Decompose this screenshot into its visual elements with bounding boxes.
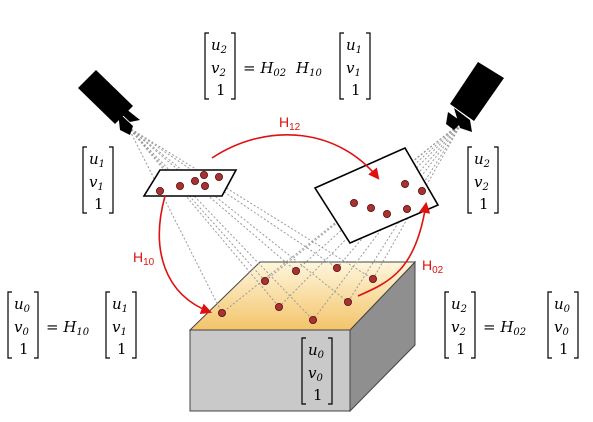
eq-bl-lhs-u: u0: [14, 295, 31, 315]
eq-right-cam-u: u2: [474, 150, 490, 170]
eq-box-front-u: u0: [308, 341, 325, 361]
ground-point: [291, 266, 300, 275]
eq-bl-rhs-brackets: [105, 291, 137, 359]
eq-top-rhs: u1 v1 1: [339, 32, 371, 100]
eq-top-rhs-u: u1: [346, 36, 362, 56]
eq-box-front-v: v0: [308, 364, 323, 384]
eq-bl-op: = H10: [46, 318, 90, 338]
eq-top-lhs-u: u2: [211, 36, 227, 56]
image-2-point: [400, 179, 409, 188]
ground-point: [217, 308, 226, 317]
ray-line: [264, 120, 464, 282]
eq-br-lhs-one: 1: [456, 340, 466, 358]
homography-arrows: [158, 134, 431, 315]
eq-br-lhs-u: u2: [451, 295, 467, 315]
image-2-point: [349, 198, 358, 207]
ray-line: [127, 126, 223, 314]
eq-br-op: = H02: [483, 318, 526, 338]
ground-point: [343, 297, 352, 306]
ray-line: [127, 126, 280, 308]
image-2-point: [382, 209, 391, 218]
eq-bl-rhs-u: u1: [112, 295, 128, 315]
arrow-h10: [158, 195, 213, 315]
eq-left-cam-u: u1: [89, 150, 105, 170]
image-plane-1: [142, 169, 238, 197]
camera-2-icon: [446, 62, 504, 132]
image-plane-2: [313, 146, 440, 245]
eq-box-front: u0 v0 1: [301, 337, 333, 405]
eq-top-rhs-brackets: [339, 32, 371, 100]
eq-box-front-one: 1: [313, 386, 323, 404]
ray-line: [127, 126, 314, 321]
arrow-h12: [211, 134, 380, 180]
eq-top-rhs-v: v1: [346, 59, 361, 79]
image-2-point: [402, 204, 411, 213]
eq-left-cam: u1 v1 1: [82, 146, 114, 214]
ground-point: [332, 263, 341, 272]
ray-line: [127, 126, 297, 272]
eq-bl-lhs-brackets: [7, 291, 39, 359]
eq-br-lhs-brackets: [444, 291, 476, 359]
eq-right-cam-one: 1: [479, 195, 489, 213]
eq-top-op: = H02: [243, 59, 286, 79]
eq-bl-lhs-one: 1: [19, 340, 29, 358]
eq-left-cam-v: v1: [89, 173, 104, 193]
eq-br-rhs: u0 v0 1: [547, 291, 579, 359]
ground-point: [274, 302, 283, 311]
box-top-face: [188, 261, 417, 331]
eq-left-cam-brackets: [82, 146, 114, 214]
eq-top-lhs-one: 1: [216, 81, 226, 99]
ray-line: [127, 126, 349, 303]
image-1-point: [190, 176, 199, 185]
eq-br-lhs-v: v2: [451, 318, 466, 338]
eq-bl-rhs: u1 v1 1: [105, 291, 137, 359]
scene-box: [188, 260, 417, 413]
arrow-h02: [357, 201, 431, 297]
box-front-face: [189, 329, 351, 412]
eq-br-rhs-one: 1: [559, 340, 569, 358]
ground-point: [308, 315, 317, 324]
eq-top-h2: H10: [295, 59, 322, 79]
eq-right-cam-v: v2: [474, 173, 489, 193]
camera-1-icon: [78, 70, 140, 135]
ground-point: [368, 274, 377, 283]
eq-bl-lhs-v: v0: [14, 318, 29, 338]
eq-bl-rhs-one: 1: [117, 340, 127, 358]
image-1-point: [200, 181, 209, 190]
image-1-point: [214, 172, 223, 181]
image-1-point: [175, 181, 184, 190]
image-1-point: [155, 186, 164, 195]
image-2-point: [366, 203, 375, 212]
eq-box-front-brackets: [301, 337, 333, 405]
eq-top-rhs-one: 1: [351, 81, 361, 99]
ground-point: [260, 276, 269, 285]
eq-top-lhs-brackets: [204, 32, 236, 100]
eq-br-rhs-v: v0: [554, 318, 569, 338]
label-h02: H02: [422, 257, 444, 276]
label-h10: H10: [133, 249, 155, 268]
eq-bl-rhs-v: v1: [112, 318, 127, 338]
eq-br-rhs-brackets: [547, 291, 579, 359]
image-1-point: [199, 170, 208, 179]
eq-top-lhs: u2 v2 1: [204, 32, 236, 100]
eq-left-cam-one: 1: [94, 195, 104, 213]
image-2-point: [417, 186, 426, 195]
eq-top-lhs-v: v2: [211, 59, 226, 79]
eq-right-cam-brackets: [467, 146, 499, 214]
feature-points: [155, 170, 426, 324]
label-h12: H12: [279, 114, 301, 133]
ray-line: [127, 126, 374, 280]
eq-br-lhs: u2 v2 1: [444, 291, 476, 359]
eq-bl-lhs: u0 v0 1: [7, 291, 39, 359]
eq-right-cam: u2 v2 1: [467, 146, 499, 214]
eq-br-rhs-u: u0: [554, 295, 571, 315]
